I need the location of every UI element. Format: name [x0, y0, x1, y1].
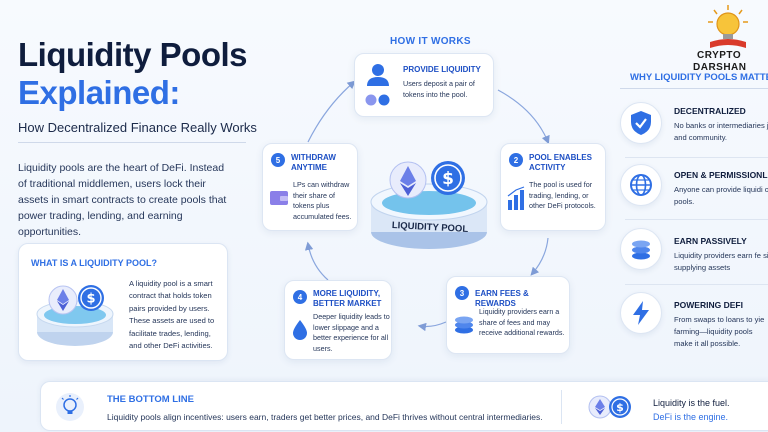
dollar-coin-icon: $ — [431, 161, 465, 195]
page-title-line1: Liquidity Pools — [18, 36, 248, 73]
step-title: WITHDRAW ANYTIME — [291, 153, 336, 172]
why-separator — [625, 157, 768, 158]
svg-text:$: $ — [616, 401, 624, 414]
logo-bulb-icon — [708, 5, 748, 48]
tagline-line1: Liquidity is the fuel. — [653, 398, 730, 408]
logo-text-line1: CRYPTO — [697, 50, 742, 61]
logo-text-line2: DARSHAN — [693, 62, 747, 73]
what-is-card: WHAT IS A LIQUIDITY POOL? $ A liquidity … — [18, 243, 228, 361]
why-title: WHY LIQUIDITY POOLS MATTE — [630, 72, 768, 83]
bottom-line-title: THE BOTTOM LINE — [107, 394, 194, 405]
why-divider — [620, 88, 768, 89]
svg-text:$: $ — [86, 292, 95, 307]
what-is-text: A liquidity pool is a smart contract tha… — [129, 279, 215, 351]
dollar-coin-icon: $ — [609, 396, 631, 418]
why-icon-wrapper — [620, 228, 662, 270]
why-icon-wrapper — [620, 102, 662, 144]
why-icon-wrapper — [620, 164, 662, 206]
step-desc: LPs can withdraw their share of tokens p… — [293, 180, 352, 221]
droplet-icon — [293, 320, 307, 340]
why-item-desc: From swaps to loans to yie farming—liqui… — [674, 315, 765, 348]
bottom-line-text: Liquidity pools align incentives: users … — [107, 412, 543, 422]
step-card-earn-fees: 3 EARN FEES & REWARDS Liquidity provider… — [446, 276, 570, 354]
why-item-desc: No banks or intermediaries just code and… — [674, 121, 768, 142]
how-it-works-title: HOW IT WORKS — [390, 36, 471, 47]
dollar-coin-icon: $ — [78, 285, 104, 311]
step-desc: The pool is used for trading, lending, o… — [529, 180, 596, 210]
cycle-arrows — [304, 80, 550, 332]
step-title: PROVIDE LIQUIDITY — [403, 65, 481, 74]
lightbulb-icon — [56, 393, 84, 421]
step-desc: Users deposit a pair of tokens into the … — [403, 79, 475, 99]
ethereum-icon — [389, 161, 427, 199]
step-number: 4 — [293, 290, 307, 304]
why-item-title: DECENTRALIZED — [674, 106, 746, 116]
mini-pool-icon: $ — [36, 285, 114, 346]
step-title: POOL ENABLES ACTIVITY — [529, 153, 592, 172]
ethereum-icon — [48, 285, 78, 315]
page-subtitle: How Decentralized Finance Really Works — [18, 120, 257, 135]
tagline-line2: DeFi is the engine. — [653, 412, 729, 422]
bottom-divider — [561, 390, 562, 424]
liquidity-pool-illustration: $ — [370, 161, 488, 249]
what-is-title: WHAT IS A LIQUIDITY POOL? — [31, 258, 157, 268]
step-title: EARN FEES & REWARDS — [475, 289, 529, 308]
ethereum-icon — [588, 395, 612, 419]
step-number: 3 — [455, 286, 469, 300]
why-item-title: POWERING DEFI — [674, 300, 743, 310]
bar-chart-icon — [507, 186, 525, 210]
step-number: 2 — [509, 153, 523, 167]
step-card-provide-liquidity: PROVIDE LIQUIDITY Users deposit a pair o… — [354, 53, 494, 117]
bottom-line-card: THE BOTTOM LINE Liquidity pools align in… — [40, 381, 768, 431]
lightning-icon — [633, 301, 649, 325]
why-item-title: OPEN & PERMISSIONLE — [674, 170, 768, 180]
why-separator — [625, 284, 768, 285]
svg-text:$: $ — [442, 169, 454, 189]
why-icon-wrapper — [620, 292, 662, 334]
why-separator — [625, 219, 768, 220]
intro-paragraph: Liquidity pools are the heart of DeFi. I… — [18, 162, 227, 238]
why-item-title: EARN PASSIVELY — [674, 236, 747, 246]
why-item-desc: Anyone can provide liquidi or use the po… — [674, 185, 768, 206]
step-card-withdraw-anytime: 5 WITHDRAW ANYTIME LPs can withdraw thei… — [262, 143, 358, 231]
wallet-icon — [270, 191, 288, 205]
coin-stack-icon — [632, 240, 650, 260]
globe-icon — [630, 174, 652, 196]
token-pair-icon: $ — [588, 395, 631, 419]
step-card-more-liquidity: 4 MORE LIQUIDITY, BETTER MARKET Deeper l… — [284, 280, 392, 360]
step-card-pool-enables-activity: 2 POOL ENABLES ACTIVITY The pool is used… — [500, 143, 606, 231]
user-icon — [365, 64, 390, 106]
shield-check-icon — [631, 111, 651, 135]
page-title-line2: Explained: — [18, 74, 180, 111]
step-desc: Liquidity providers earn a share of fees… — [479, 307, 565, 337]
coin-stack-icon — [455, 316, 473, 334]
step-title: MORE LIQUIDITY, BETTER MARKET — [313, 289, 382, 308]
step-number: 5 — [271, 153, 285, 167]
why-item-desc: Liquidity providers earn fe simply by su… — [674, 251, 768, 272]
title-divider — [18, 142, 246, 143]
step-desc: Deeper liquidity leads to lower slippage… — [313, 312, 390, 353]
